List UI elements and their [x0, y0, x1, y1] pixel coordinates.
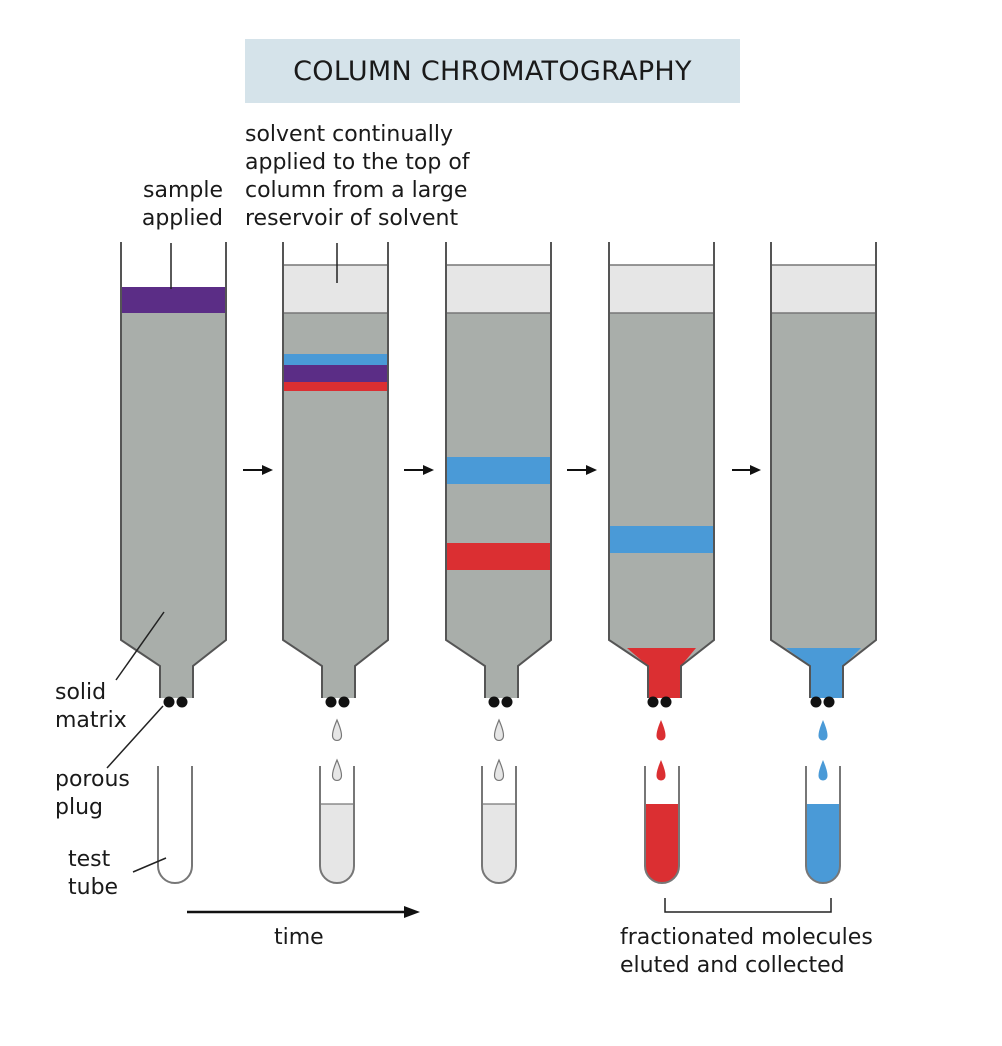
test-tube-2-outline	[319, 766, 355, 884]
porous-plug-dot	[176, 696, 188, 708]
solvent-layer	[283, 265, 388, 313]
column-5-outline	[770, 242, 877, 698]
porous-plug-dot	[647, 696, 659, 708]
test-tube-leader	[132, 857, 167, 873]
solid-matrix-leader	[115, 611, 165, 681]
test-tube-label: test tube	[68, 847, 119, 900]
solvent-note-label: solvent continually applied to the top o…	[245, 122, 470, 231]
porous-plug-dot	[338, 696, 350, 708]
test-tube-3	[482, 804, 516, 883]
step-arrows	[243, 465, 761, 475]
solvent-layer	[609, 265, 714, 313]
drop-clear	[493, 758, 505, 782]
step-arrow-3	[567, 465, 597, 475]
porous-plug-dot	[488, 696, 500, 708]
column-3	[445, 242, 552, 884]
band-red-eluting	[627, 648, 696, 698]
step-arrow-1	[243, 465, 273, 475]
column-2-outline	[282, 242, 389, 698]
band-blue	[446, 457, 551, 484]
test-tube-5-outline	[805, 766, 841, 884]
test-tube-5	[806, 804, 840, 883]
drop-clear	[493, 718, 505, 742]
leader-lines	[106, 243, 338, 873]
column-2-matrix	[283, 313, 388, 698]
test-tube-3-outline	[481, 766, 517, 884]
collected-label: fractionated molecules eluted and collec…	[620, 925, 873, 978]
column-4	[608, 242, 715, 884]
drop-clear	[331, 758, 343, 782]
time-arrow	[187, 906, 420, 918]
test-tube-2	[320, 804, 354, 883]
column-4-outline	[608, 242, 715, 698]
column-5	[770, 242, 877, 884]
column-3-matrix	[446, 313, 551, 698]
porous-plug-dot	[325, 696, 337, 708]
porous-plug-dot	[163, 696, 175, 708]
collected-bracket	[664, 898, 832, 913]
column-1	[120, 242, 227, 884]
sample-band-purple	[121, 287, 226, 313]
title-box: COLUMN CHROMATOGRAPHY	[245, 39, 740, 103]
sample-applied-label: sample applied	[141, 178, 223, 231]
step-arrow-2	[404, 465, 434, 475]
band-purple	[283, 365, 388, 382]
column-3-outline	[445, 242, 552, 698]
drop-red	[656, 720, 666, 741]
drop-red	[656, 760, 666, 781]
band-blue	[609, 526, 714, 553]
test-tube-4	[645, 804, 679, 883]
porous-plug-dot	[823, 696, 835, 708]
test-tube-4-outline	[644, 766, 680, 884]
column-1-outline	[120, 242, 227, 698]
test-tube-1	[157, 766, 193, 884]
solvent-layer	[446, 265, 551, 313]
solvent-layer	[771, 265, 876, 313]
porous-plug-dot	[501, 696, 513, 708]
band-red	[283, 382, 388, 391]
drop-blue	[818, 760, 828, 781]
porous-plug-leader	[106, 705, 164, 769]
porous-plug-label: porous plug	[55, 767, 130, 820]
diagram-title: COLUMN CHROMATOGRAPHY	[293, 55, 692, 87]
porous-plug-dot	[660, 696, 672, 708]
step-arrow-4	[732, 465, 761, 475]
drop-clear	[331, 718, 343, 742]
column-1-matrix	[121, 313, 226, 698]
band-blue	[283, 354, 388, 365]
column-5-matrix	[771, 313, 876, 698]
time-label: time	[274, 925, 324, 950]
solid-matrix-label: solid matrix	[55, 680, 127, 733]
column-2	[282, 242, 389, 884]
band-red	[446, 543, 551, 570]
porous-plug-dot	[810, 696, 822, 708]
column-4-matrix	[609, 313, 714, 698]
drop-blue	[818, 720, 828, 741]
band-blue-eluting	[786, 648, 861, 698]
